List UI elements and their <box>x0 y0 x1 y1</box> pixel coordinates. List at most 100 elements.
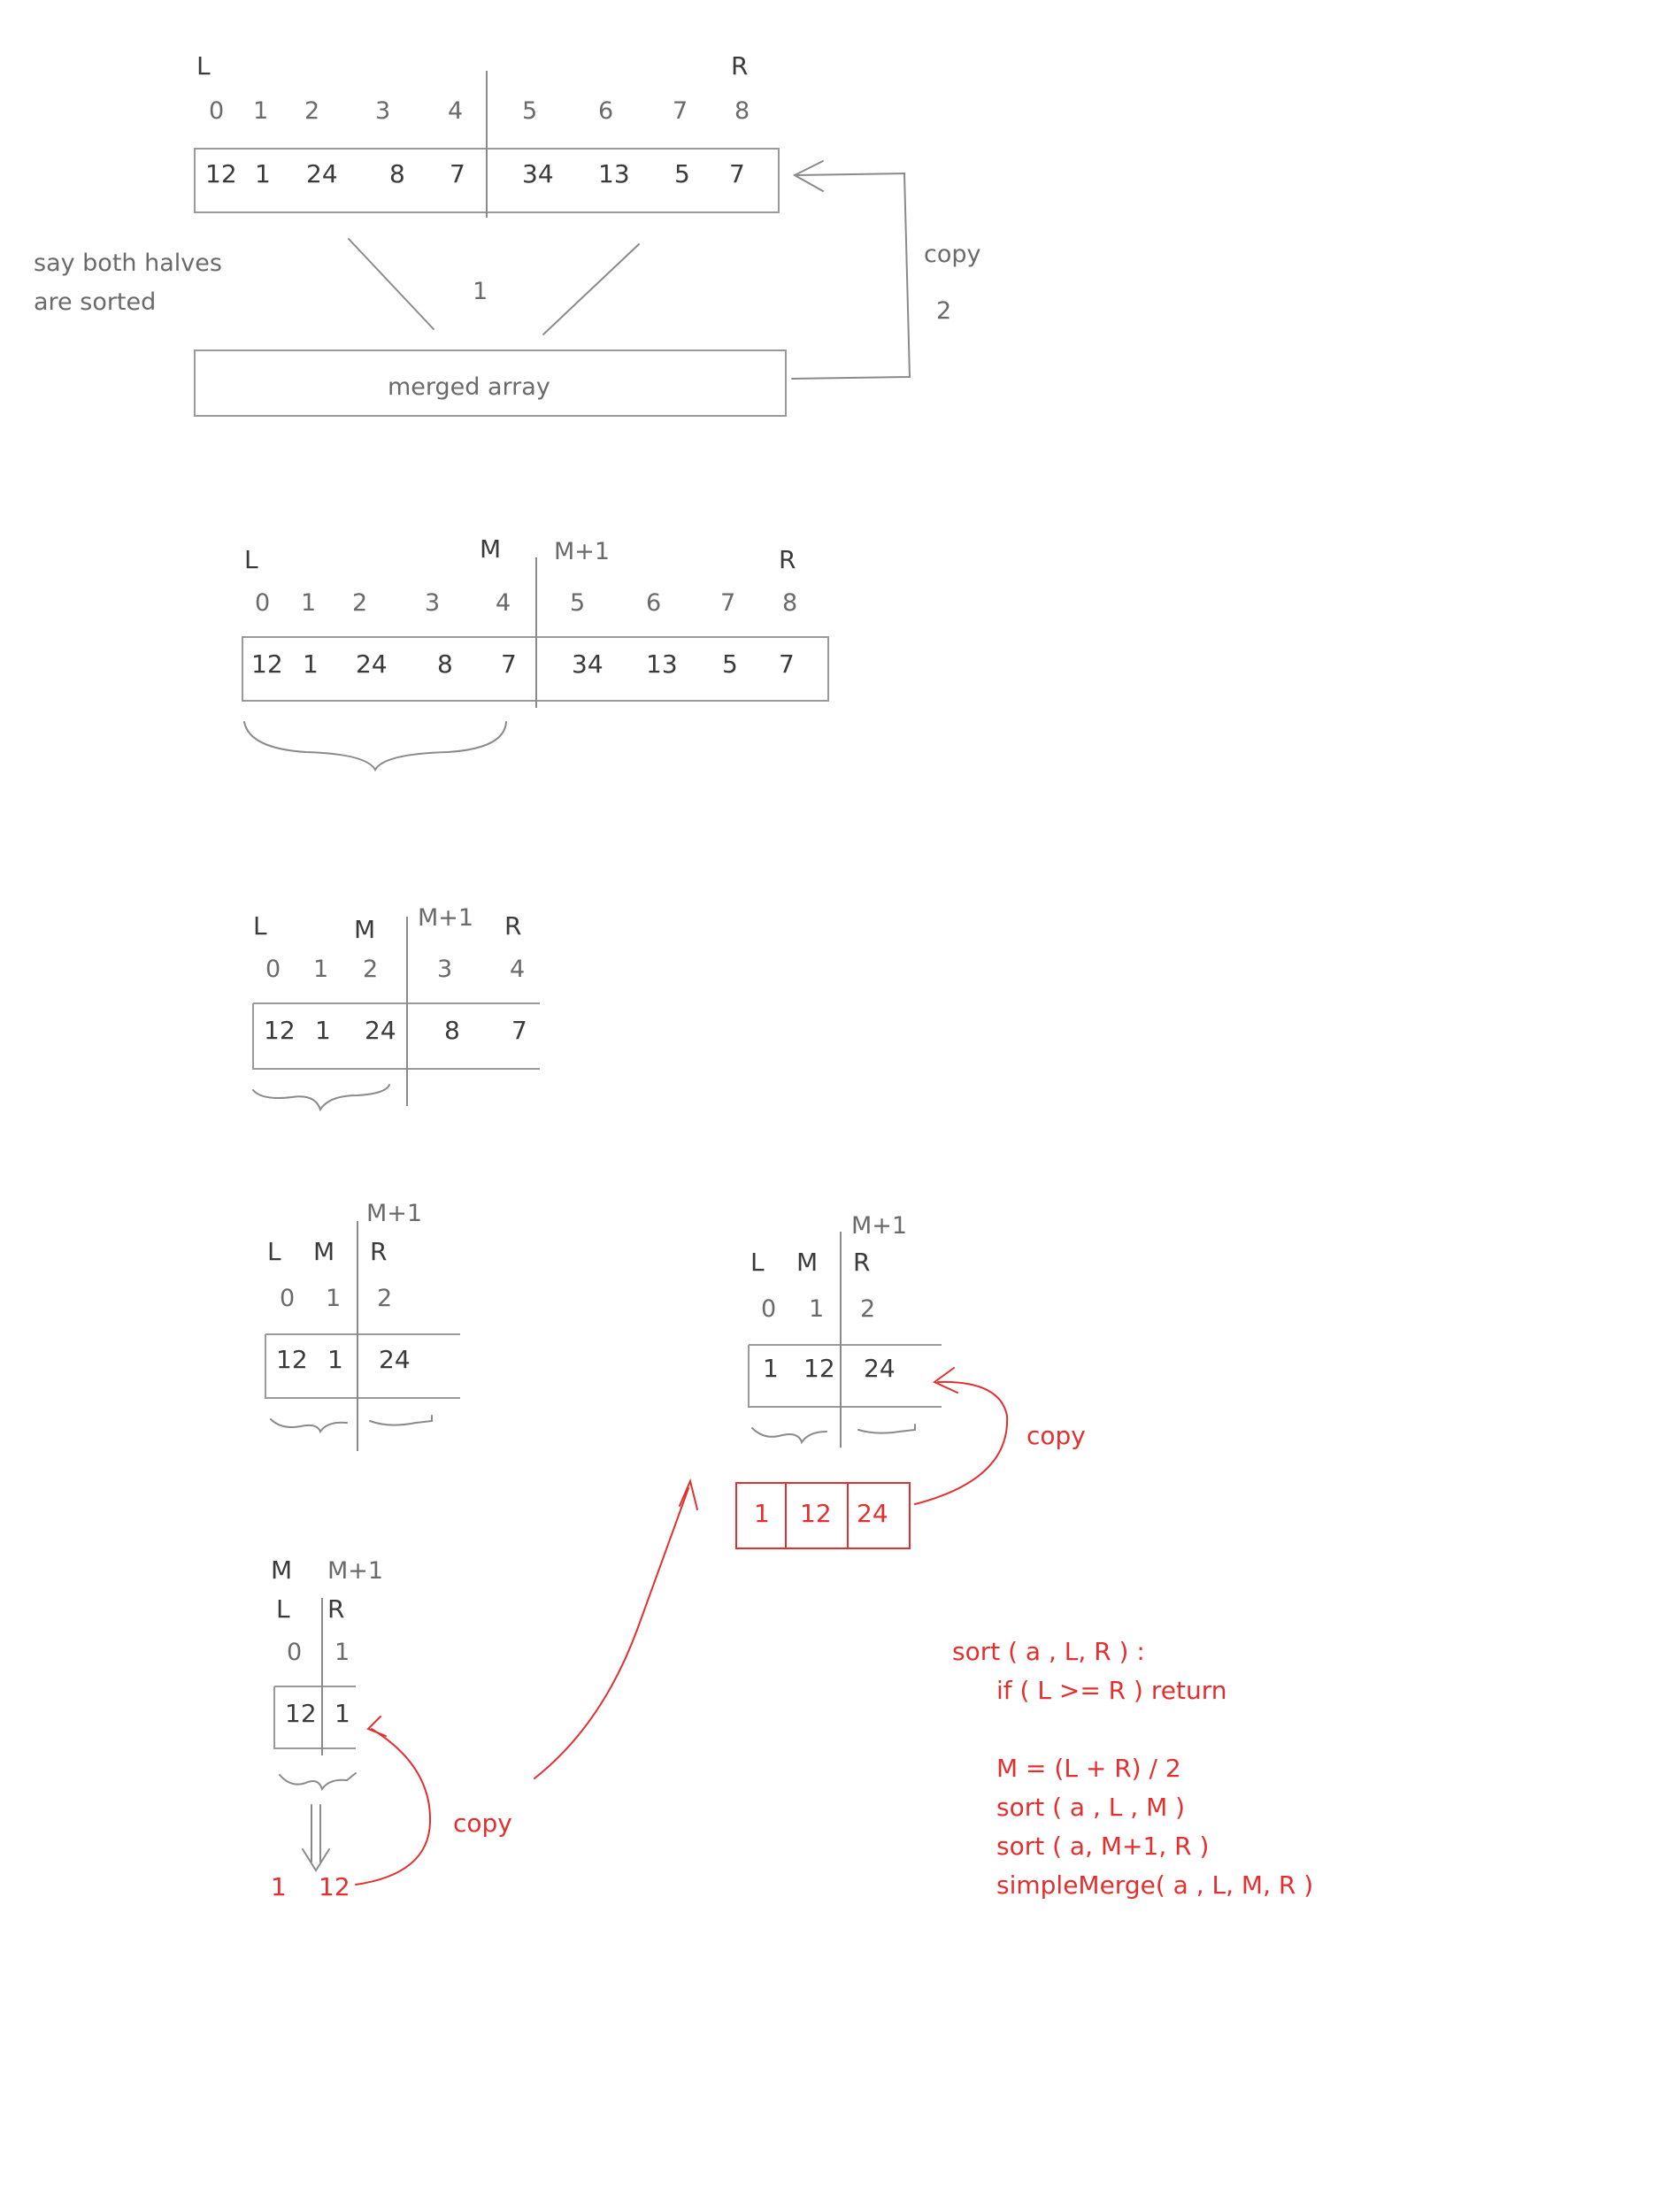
index-cell: 2 <box>304 97 319 125</box>
index-row: 0 1 <box>287 1639 350 1666</box>
panel-left-half: L M M+1 R 0 1 2 3 4 12 1 24 8 7 <box>252 904 540 1112</box>
value-cell: 12 <box>276 1345 308 1374</box>
value-row: 12 1 <box>285 1699 350 1728</box>
mid-marker: M <box>480 534 501 564</box>
mid-plus-marker: M+1 <box>851 1212 907 1240</box>
temp-value: 24 <box>857 1499 888 1528</box>
value-cell: 8 <box>389 159 405 188</box>
value-cell: 12 <box>264 1016 296 1045</box>
index-cell: 4 <box>496 589 511 617</box>
index-cell: 1 <box>326 1285 341 1312</box>
index-cell: 0 <box>265 956 281 983</box>
right-marker: R <box>370 1237 387 1266</box>
array-box <box>265 1333 460 1399</box>
right-half-brace <box>857 1424 916 1434</box>
array-box <box>273 1686 356 1749</box>
copy-label: copy <box>924 241 981 268</box>
index-cell: 6 <box>598 97 613 125</box>
value-cell: 1 <box>327 1345 343 1374</box>
index-cell: 8 <box>734 97 750 125</box>
value-row: 12 1 24 <box>276 1345 411 1374</box>
value-cell: 5 <box>722 649 738 679</box>
value-row: 12 1 24 8 7 34 13 5 7 <box>205 159 745 188</box>
copy-label: copy <box>1026 1421 1086 1450</box>
index-cell: 1 <box>313 956 328 983</box>
value-cell: 7 <box>511 1016 527 1045</box>
panel-merged-three: M+1 L M R 0 1 2 1 12 24 1 12 24 copy <box>735 1212 1086 1549</box>
value-cell: 1 <box>303 649 319 679</box>
mid-plus-marker: M+1 <box>554 538 610 565</box>
temp-value: 12 <box>800 1499 832 1528</box>
copy-arrowhead <box>792 160 824 192</box>
code-line: sort ( a , L, R ) : <box>952 1637 1145 1666</box>
mid-marker: M <box>313 1237 334 1266</box>
temp-array: 1 12 24 <box>735 1482 911 1549</box>
value-cell: 12 <box>205 159 237 188</box>
value-cell: 7 <box>729 159 745 188</box>
index-row: 0 1 2 3 4 <box>265 956 525 983</box>
value-cell: 24 <box>864 1354 896 1383</box>
panel-full-array: L M M+1 R 0 1 2 3 4 5 6 7 8 12 1 24 8 7 … <box>242 534 829 772</box>
value-cell: 24 <box>356 649 388 679</box>
mid-marker: M <box>796 1248 818 1277</box>
index-cell: 1 <box>809 1295 824 1323</box>
index-cell: 1 <box>301 589 316 617</box>
sorted-value: 1 <box>271 1872 287 1901</box>
return-arrowhead <box>679 1478 698 1510</box>
code-line: if ( L >= R ) return <box>996 1676 1226 1705</box>
value-cell: 1 <box>255 159 271 188</box>
code-line: M = (L + R) / 2 <box>996 1754 1181 1783</box>
value-row: 1 12 24 <box>763 1354 896 1383</box>
merged-array-label: merged array <box>388 373 550 401</box>
value-cell: 34 <box>522 159 554 188</box>
index-cell: 6 <box>646 589 661 617</box>
copy-back-arrow <box>355 1728 432 1886</box>
temp-value: 1 <box>754 1499 770 1528</box>
step-number: 2 <box>936 297 951 325</box>
merged-array-box <box>194 349 787 417</box>
left-marker: L <box>244 545 258 574</box>
index-cell: 2 <box>860 1295 875 1323</box>
index-row: 0 1 2 3 4 5 6 7 8 <box>255 589 797 617</box>
code-line: sort ( a , L , M ) <box>996 1793 1185 1822</box>
value-cell: 8 <box>444 1016 460 1045</box>
right-half-brace <box>369 1415 433 1426</box>
index-cell: 2 <box>352 589 367 617</box>
temp-array-cell <box>785 1482 849 1549</box>
code-line: simpleMerge( a , L, M, R ) <box>996 1870 1313 1900</box>
index-cell: 7 <box>673 97 688 125</box>
left-marker: L <box>253 911 267 941</box>
left-half-brace <box>243 721 507 772</box>
right-marker: R <box>327 1594 344 1624</box>
right-marker: R <box>853 1248 870 1277</box>
return-arrow <box>534 1487 689 1779</box>
down-double-arrow <box>302 1804 330 1872</box>
left-marker: L <box>750 1248 765 1277</box>
index-cell: 3 <box>437 956 452 983</box>
right-marker: R <box>731 51 748 81</box>
index-cell: 2 <box>377 1285 392 1312</box>
merge-line-right <box>542 243 640 335</box>
value-cell: 7 <box>501 649 517 679</box>
left-marker: L <box>267 1237 281 1266</box>
value-row: 12 1 24 8 7 34 13 5 7 <box>251 649 795 679</box>
index-cell: 0 <box>280 1285 295 1312</box>
value-cell: 1 <box>315 1016 331 1045</box>
value-cell: 1 <box>334 1699 350 1728</box>
value-cell: 5 <box>674 159 690 188</box>
pair-brace <box>279 1772 357 1792</box>
value-cell: 7 <box>450 159 465 188</box>
right-marker: R <box>779 545 796 574</box>
index-cell: 4 <box>510 956 525 983</box>
value-cell: 13 <box>598 159 630 188</box>
step-number: 1 <box>473 278 488 305</box>
index-cell: 7 <box>720 589 735 617</box>
value-cell: 1 <box>763 1354 779 1383</box>
left-marker: L <box>196 51 211 81</box>
mid-plus-marker: M+1 <box>418 904 473 932</box>
value-row: 12 1 24 8 7 <box>264 1016 527 1045</box>
value-cell: 24 <box>379 1345 411 1374</box>
sorted-value: 12 <box>319 1872 350 1901</box>
mid-plus-marker: M+1 <box>366 1200 422 1227</box>
